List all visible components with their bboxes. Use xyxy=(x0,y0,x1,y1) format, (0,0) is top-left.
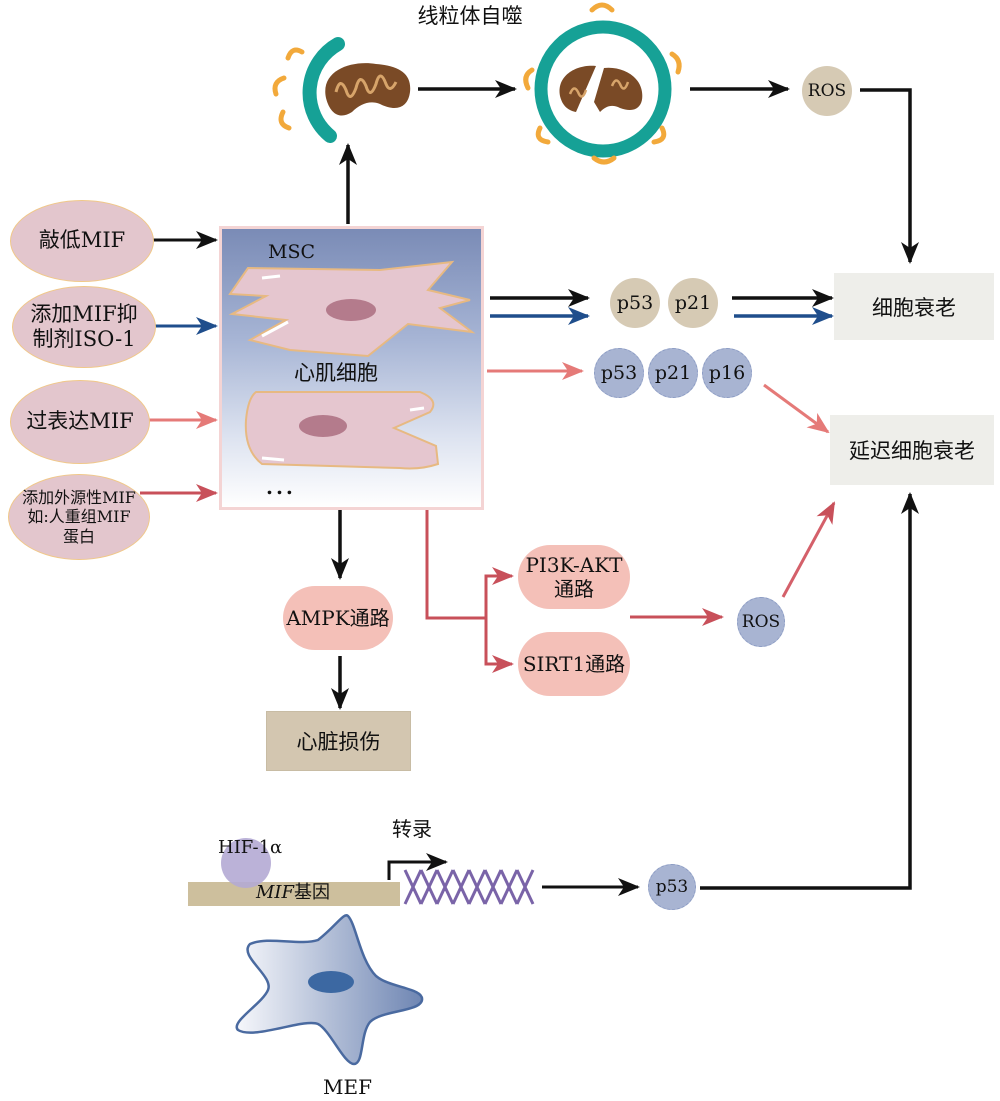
sirt1-pathway-node: SIRT1通路 xyxy=(518,632,630,696)
mef-label: MEF xyxy=(323,1075,372,1099)
hif-1a-label: HIF-1α xyxy=(218,837,283,858)
cardiomyocyte-icon xyxy=(244,391,440,470)
arrow-p53-to-delayed xyxy=(700,492,919,890)
msc-label: MSC xyxy=(268,241,316,263)
transcription-label: 转录 xyxy=(392,817,432,841)
input-inhibitor-line2: 制剂ISO-1 xyxy=(32,327,136,351)
ros-node-mid: ROS xyxy=(737,597,785,647)
arrow-cell-to-branch xyxy=(425,509,486,620)
mrna-helix-icon xyxy=(403,869,535,905)
pi3k-line1: PI3K-AKT xyxy=(525,553,623,577)
p16-node-blue: p16 xyxy=(702,348,752,398)
input-exogenous-mif: 添加外源性MIF 如:人重组MIF 蛋白 xyxy=(8,474,150,560)
pi3k-akt-pathway-node: PI3K-AKT 通路 xyxy=(518,545,630,609)
arrow-branch-to-sirt1 xyxy=(484,618,514,673)
ampk-pathway-node: AMPK通路 xyxy=(283,586,393,650)
arrow-p16-to-delayed xyxy=(763,383,830,434)
cardiomyocyte-label: 心肌细胞 xyxy=(294,361,378,385)
p21-node-tan: p21 xyxy=(668,278,718,328)
input-exogenous-line1: 添加外源性MIF xyxy=(22,488,136,508)
mif-gene-bar xyxy=(188,882,400,906)
arrow-ros-to-delayed xyxy=(781,501,836,598)
input-mif-inhibitor: 添加MIF抑 制剂ISO-1 xyxy=(12,286,156,368)
mif-gene-rest: 基因 xyxy=(294,882,331,903)
input-overexpress-label: 过表达MIF xyxy=(26,409,134,434)
p53-node-bottom: p53 xyxy=(648,864,696,910)
input-exogenous-line2: 如:人重组MIF xyxy=(27,507,131,527)
mitophagy-title: 线粒体自噬 xyxy=(417,4,523,28)
arrow-branch-to-pi3k xyxy=(484,567,514,618)
mif-gene-label: MIF基因 xyxy=(256,882,331,904)
pi3k-line2: 通路 xyxy=(554,577,594,601)
ros-node-top: ROS xyxy=(802,66,852,116)
autophagosome-icon xyxy=(523,2,682,165)
p21-node-blue: p21 xyxy=(648,348,698,398)
msc-cell-icon xyxy=(228,260,476,358)
input-overexpress-mif: 过表达MIF xyxy=(10,380,150,464)
hif-1a-protein-icon xyxy=(221,838,271,888)
p53-node-tan: p53 xyxy=(610,278,660,328)
input-knockdown-mif: 敲低MIF xyxy=(10,200,154,282)
phagophore-icon xyxy=(272,37,345,143)
mitochondrion-icon xyxy=(325,63,411,116)
input-knockdown-label: 敲低MIF xyxy=(38,228,126,253)
heart-injury-box: 心脏损伤 xyxy=(266,711,411,771)
input-inhibitor-line1: 添加MIF抑 xyxy=(30,301,138,326)
transcription-arrow xyxy=(387,853,448,880)
delayed-senescence-box: 延迟细胞衰老 xyxy=(830,415,994,485)
p53-node-blue: p53 xyxy=(594,348,644,398)
input-exogenous-line3: 蛋白 xyxy=(62,526,95,546)
cell-senescence-box: 细胞衰老 xyxy=(834,273,994,340)
more-cells-ellipsis: ... xyxy=(266,475,296,499)
mef-cell-icon xyxy=(235,914,424,1066)
arrow-ros-to-senescence xyxy=(860,88,919,264)
mif-gene-italic: MIF xyxy=(256,882,295,903)
